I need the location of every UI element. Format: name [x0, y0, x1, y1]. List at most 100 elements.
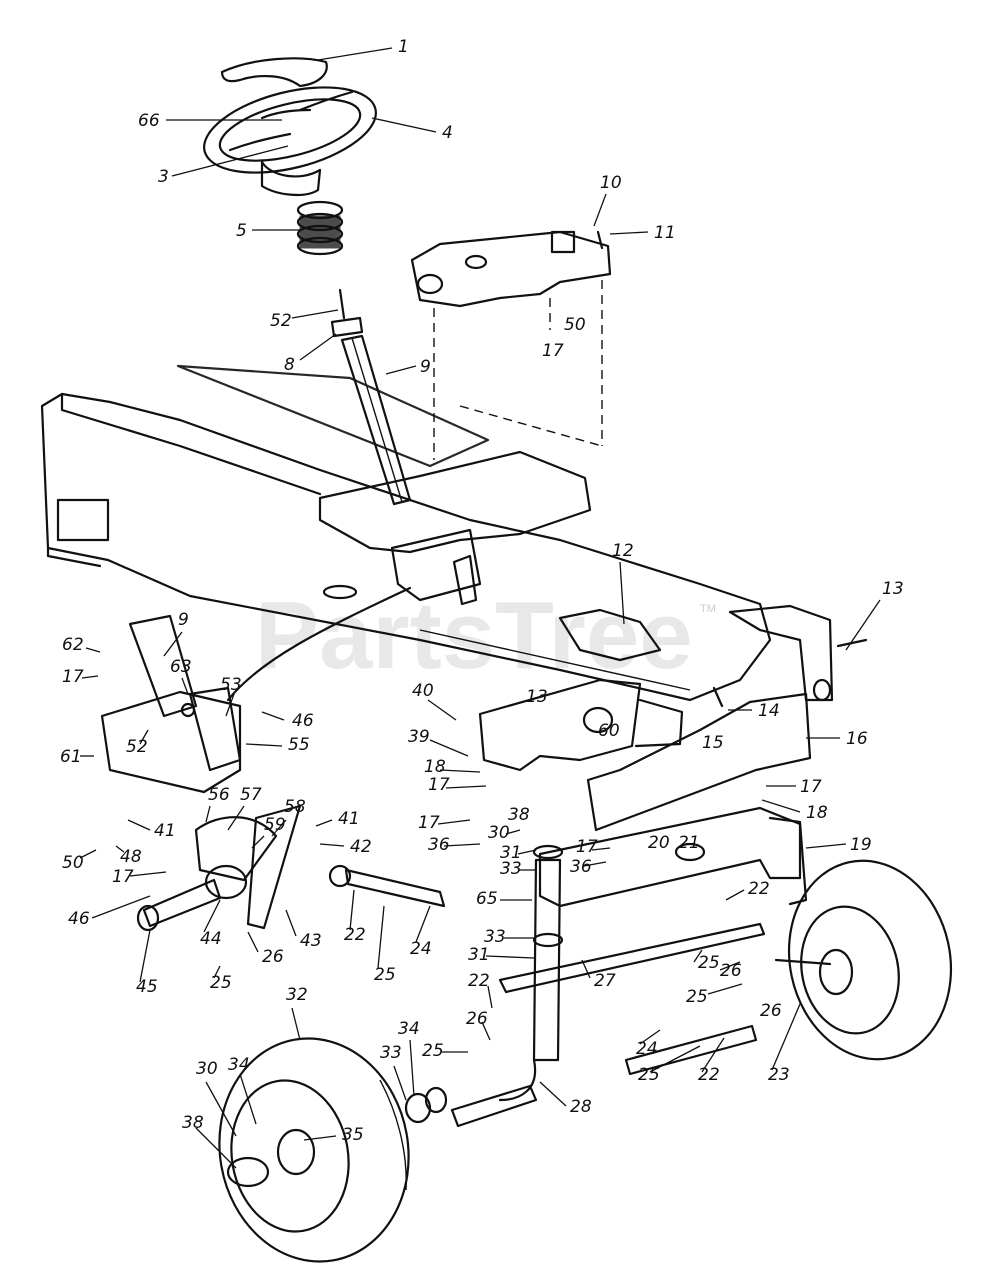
- steering-wheel: [203, 86, 377, 196]
- callout-39: 39: [408, 727, 430, 747]
- leader-line-63: [181, 677, 189, 695]
- callout-17: 17: [542, 341, 564, 361]
- callout-11: 11: [654, 223, 676, 243]
- callout-57: 57: [240, 785, 262, 805]
- callout-46: 46: [68, 909, 90, 929]
- callout-35: 35: [342, 1125, 364, 1145]
- leader-line-17: [81, 675, 99, 679]
- callout-56: 56: [208, 785, 230, 805]
- leader-line-26: [481, 1021, 491, 1041]
- leader-line-41: [315, 819, 333, 827]
- callout-9: 9: [420, 357, 431, 377]
- leader-line-22: [349, 889, 355, 931]
- leader-line-25: [649, 1045, 701, 1073]
- watermark: PartsTree: [255, 582, 693, 689]
- callout-66: 66: [138, 111, 160, 131]
- leader-line-32: [291, 1007, 301, 1041]
- callout-33: 33: [484, 927, 506, 947]
- callout-23: 23: [768, 1065, 790, 1085]
- steering-support: [100, 614, 242, 794]
- callout-31: 31: [468, 945, 490, 965]
- callout-4: 4: [442, 123, 453, 143]
- leader-line-17: [591, 847, 611, 851]
- leader-line-4: [371, 117, 437, 133]
- leader-line-9: [163, 631, 183, 657]
- leader-line-53: [225, 693, 235, 717]
- leader-line-24: [415, 905, 431, 943]
- callout-42: 42: [350, 837, 372, 857]
- callout-26: 26: [262, 947, 284, 967]
- callout-36: 36: [570, 857, 592, 877]
- leader-line-46: [261, 711, 285, 721]
- leader-line-19: [805, 843, 847, 849]
- callout-38: 38: [508, 805, 530, 825]
- callout-26: 26: [466, 1009, 488, 1029]
- left-spindle: [498, 844, 564, 1102]
- callout-30: 30: [488, 823, 510, 843]
- leader-line-38: [195, 1127, 237, 1169]
- callout-25: 25: [698, 953, 720, 973]
- leader-line-33: [393, 1065, 407, 1101]
- leader-line-58: [271, 819, 287, 837]
- callout-9: 9: [178, 610, 189, 630]
- leader-line-26: [719, 961, 741, 971]
- leader-line-48: [115, 845, 125, 853]
- callout-3: 3: [158, 167, 169, 187]
- callout-16: 16: [846, 729, 868, 749]
- callout-17: 17: [418, 813, 440, 833]
- leader-line-17: [129, 871, 167, 877]
- callout-22: 22: [748, 879, 770, 899]
- callout-17: 17: [800, 777, 822, 797]
- callout-33: 33: [380, 1043, 402, 1063]
- watermark-trademark: TM: [700, 603, 716, 615]
- callout-leaders: [79, 47, 881, 1169]
- leader-line-9: [385, 365, 417, 375]
- callout-50: 50: [564, 315, 586, 335]
- callout-65: 65: [476, 889, 498, 909]
- leader-line-24: [639, 1029, 661, 1045]
- callout-17: 17: [576, 837, 598, 857]
- leader-line-22: [725, 889, 745, 901]
- callout-63: 63: [170, 657, 192, 677]
- callout-52: 52: [270, 311, 292, 331]
- callout-33: 33: [500, 859, 522, 879]
- leader-line-10: [593, 193, 607, 227]
- callout-1: 1: [398, 37, 409, 57]
- callout-13: 13: [526, 687, 548, 707]
- callout-44: 44: [200, 929, 222, 949]
- callout-13: 13: [882, 579, 904, 599]
- callout-22: 22: [468, 971, 490, 991]
- callout-17: 17: [112, 867, 134, 887]
- leader-line-8: [299, 333, 337, 361]
- leader-line-25: [693, 949, 703, 963]
- callout-22: 22: [698, 1065, 720, 1085]
- callout-48: 48: [120, 847, 142, 867]
- callout-10: 10: [600, 173, 622, 193]
- steering-sector: [136, 804, 302, 932]
- leader-line-28: [539, 1081, 567, 1107]
- leader-line-27: [581, 959, 591, 979]
- leader-line-31: [517, 849, 537, 855]
- leader-line-52: [291, 309, 339, 319]
- leader-line-23: [771, 1003, 801, 1071]
- leader-line-34: [409, 1039, 415, 1097]
- leader-line-56: [205, 805, 211, 823]
- leader-line-44: [203, 899, 221, 933]
- callout-21: 21: [678, 833, 700, 853]
- callout-31: 31: [500, 843, 522, 863]
- leader-line-39: [429, 739, 469, 757]
- steering-spring: [296, 200, 344, 256]
- callout-15: 15: [702, 733, 724, 753]
- leader-line-13: [845, 599, 881, 651]
- callout-59: 59: [264, 815, 286, 835]
- callout-38: 38: [182, 1113, 204, 1133]
- front-axle: [538, 806, 808, 908]
- callout-41: 41: [338, 809, 360, 829]
- leader-line-46: [91, 895, 151, 919]
- leader-line-55: [245, 743, 283, 747]
- rear-right-wheel: [774, 859, 953, 1061]
- leader-line-57: [227, 805, 245, 831]
- callout-62: 62: [62, 635, 84, 655]
- callout-25: 25: [374, 965, 396, 985]
